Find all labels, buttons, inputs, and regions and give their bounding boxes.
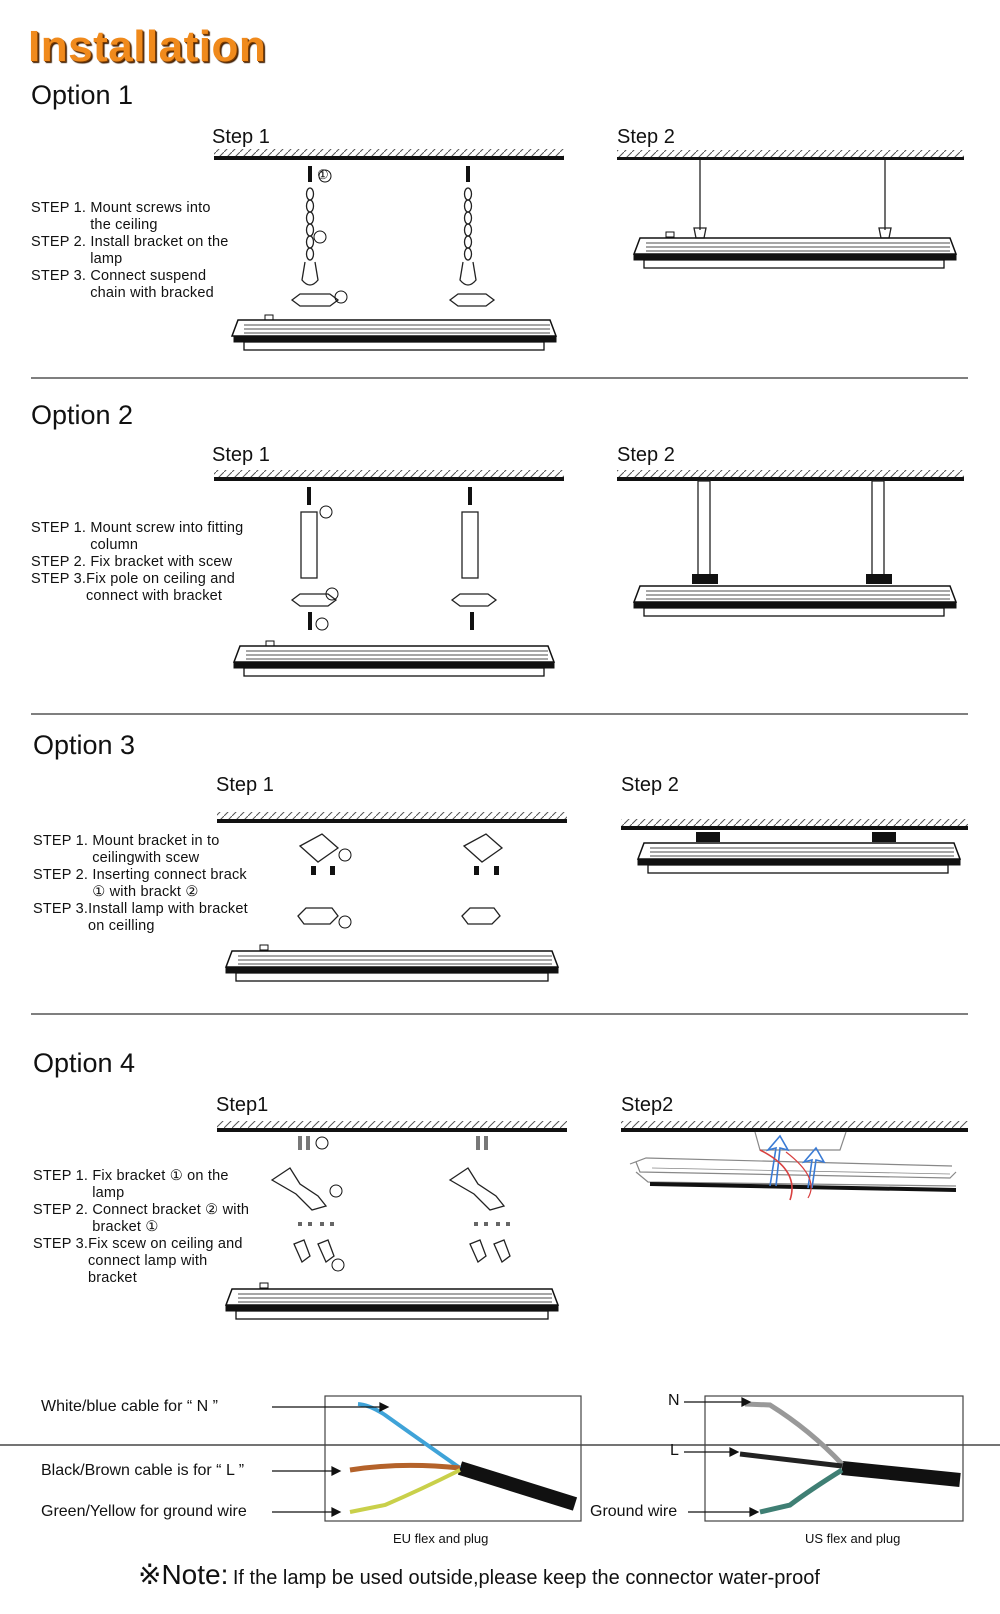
note-symbol: ※Note:	[138, 1559, 229, 1590]
option-3-title: Option 3	[33, 730, 136, 760]
option-4-step1-drawing	[217, 1121, 567, 1320]
us-label-ground: Ground wire	[590, 1503, 678, 1520]
us-label-l: L	[670, 1442, 679, 1459]
eu-label-l: Black/Brown cable is for “ L ”	[41, 1462, 245, 1479]
option-2-step1-label: Step 1	[212, 444, 270, 466]
eu-label-ground: Green/Yellow for ground wire	[41, 1503, 247, 1520]
option-2-title: Option 2	[31, 400, 134, 430]
option-3-step2-label: Step 2	[621, 774, 679, 796]
option-4-step2-label: Step2	[621, 1094, 674, 1116]
option-2-step1-drawing	[214, 470, 564, 677]
option-2-instructions: STEP 1. Mount screw into fitting column …	[31, 520, 244, 604]
note-text: If the lamp be used outside,please keep …	[232, 1567, 820, 1589]
callout-1: ①	[317, 167, 329, 182]
note: ※Note: If the lamp be used outside,pleas…	[138, 1558, 820, 1591]
option-4-step1-label: Step1	[216, 1094, 269, 1116]
option-1-step2-drawing	[617, 150, 964, 269]
option-1-step2-label: Step 2	[617, 126, 675, 148]
eu-caption: EU flex and plug	[393, 1531, 489, 1546]
option-1-instructions: STEP 1. Mount screws into the ceiling ST…	[31, 200, 229, 301]
wiring-drawing	[0, 1395, 1000, 1522]
option-3-step1-label: Step 1	[216, 774, 274, 796]
us-label-n: N	[668, 1392, 680, 1409]
option-3-step2-drawing	[621, 819, 968, 874]
option-1-step1-drawing	[214, 149, 564, 351]
option-2-step2-label: Step 2	[617, 444, 675, 466]
option-2-step2-drawing	[617, 470, 964, 617]
us-caption: US flex and plug	[805, 1531, 901, 1546]
option-1-step1-label: Step 1	[212, 126, 270, 148]
option-4-step2-drawing	[621, 1121, 968, 1201]
option-3-step1-drawing	[217, 812, 567, 982]
page-title: Installation	[28, 22, 267, 71]
eu-label-n: White/blue cable for “ N ”	[41, 1398, 218, 1415]
option-1-title: Option 1	[31, 80, 134, 110]
option-3-instructions: STEP 1. Mount bracket in to ceilingwith …	[33, 833, 248, 934]
option-4-title: Option 4	[33, 1048, 136, 1078]
option-4-instructions: STEP 1. Fix bracket ① on the lamp STEP 2…	[33, 1168, 250, 1286]
